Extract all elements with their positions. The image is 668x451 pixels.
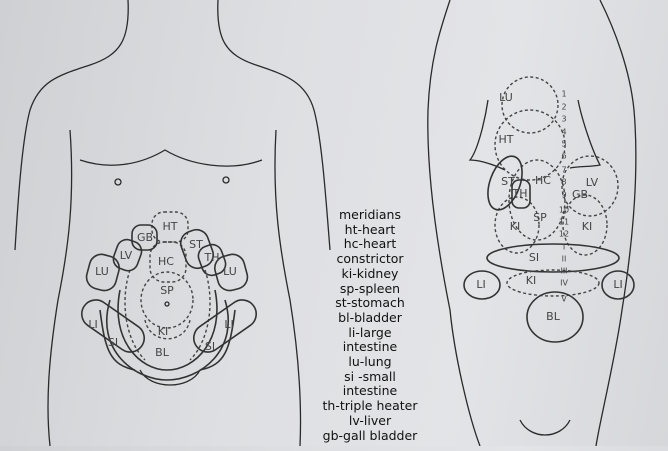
vertebra-number: I [563, 243, 565, 252]
vertebra-number: 5 [561, 140, 566, 149]
front-zone-label: ST [189, 238, 203, 251]
front-zone-label: LU [223, 265, 237, 278]
legend-line: intestine [342, 383, 398, 399]
front-zone-label: HC [158, 255, 174, 268]
back-zone-label: LI [476, 278, 485, 291]
back-zone-label: ST [501, 175, 515, 188]
vertebra-number: 1 [561, 90, 566, 99]
back-zone-label: GB [572, 188, 588, 201]
vertebra-number: IV [560, 279, 568, 288]
front-zone-label: KI [158, 325, 168, 338]
front-zone-label: BL [155, 346, 170, 359]
legend-line: lu-lung [348, 354, 392, 370]
back-zone-label: LI [613, 278, 622, 291]
legend-line: sp-spleen [339, 280, 401, 296]
legend-line: hc-heart [343, 236, 397, 252]
back-zone-label: TH [512, 187, 528, 200]
legend-line: st-stomach [335, 295, 405, 311]
front-zone-label: LU [95, 265, 109, 278]
vertebra-number: V [561, 295, 567, 304]
back-zone-label: KI [582, 220, 592, 233]
back-zone-label: LV [586, 176, 599, 189]
legend-line: ki-kidney [341, 265, 399, 281]
vertebra-number: 4 [561, 128, 566, 137]
front-zone-label: HT [163, 220, 178, 233]
front-zone-label: SP [160, 284, 174, 297]
vertebra-number: 11 [559, 218, 569, 227]
vertebra-number: 8 [561, 178, 566, 187]
legend-line: si -small [344, 368, 396, 384]
front-zone-label: SI [205, 340, 215, 353]
front-zone-label: LI [88, 318, 97, 331]
legend-line: li-large [348, 324, 392, 340]
vertebra-number: 10 [559, 206, 569, 215]
legend-line: meridians [339, 207, 401, 222]
back-zone-label: HT [499, 133, 514, 146]
legend-line: th-triple heater [322, 398, 418, 414]
back-meridian-zones [463, 76, 635, 343]
vertebra-number: 7 [561, 166, 566, 175]
vertebra-number: 6 [561, 152, 566, 161]
back-zone-label: HC [535, 174, 551, 187]
vertebra-number: III [560, 267, 567, 276]
vertebra-number: 3 [561, 115, 566, 124]
back-body-outline [427, 0, 637, 447]
legend-line: gb-gall bladder [322, 427, 418, 443]
vertebra-number: II [562, 255, 567, 264]
back-zone-label: SP [533, 211, 547, 224]
vertebra-number: 9 [561, 191, 566, 200]
front-zone-label: SI [108, 336, 118, 349]
legend-line: lv-liver [348, 412, 392, 428]
back-zone-label: KI [510, 220, 520, 233]
front-zone-label: LV [120, 249, 133, 262]
vertebra-number: 12 [559, 230, 569, 239]
front-zone-label: TH [204, 251, 220, 264]
back-zone-label: KI [526, 274, 536, 287]
back-zone-label: BL [546, 310, 561, 323]
back-zone-label: LU [499, 91, 513, 104]
front-zone-label: GB [137, 231, 153, 244]
back-labels: LU HT ST HC LV TH GB SP KI KI SI KI LI LI BL [476, 91, 622, 323]
vertebra-number: 2 [561, 103, 566, 112]
legend-line: constrictor [336, 251, 404, 267]
legend-line: intestine [342, 339, 398, 355]
front-meridian-zones [80, 211, 258, 381]
legend-line: ht-heart [344, 221, 396, 237]
front-body-outline [14, 0, 331, 447]
front-zone-label: LI [224, 318, 233, 331]
legend-line: bl-bladder [338, 309, 402, 325]
back-zone-label: SI [529, 251, 539, 264]
